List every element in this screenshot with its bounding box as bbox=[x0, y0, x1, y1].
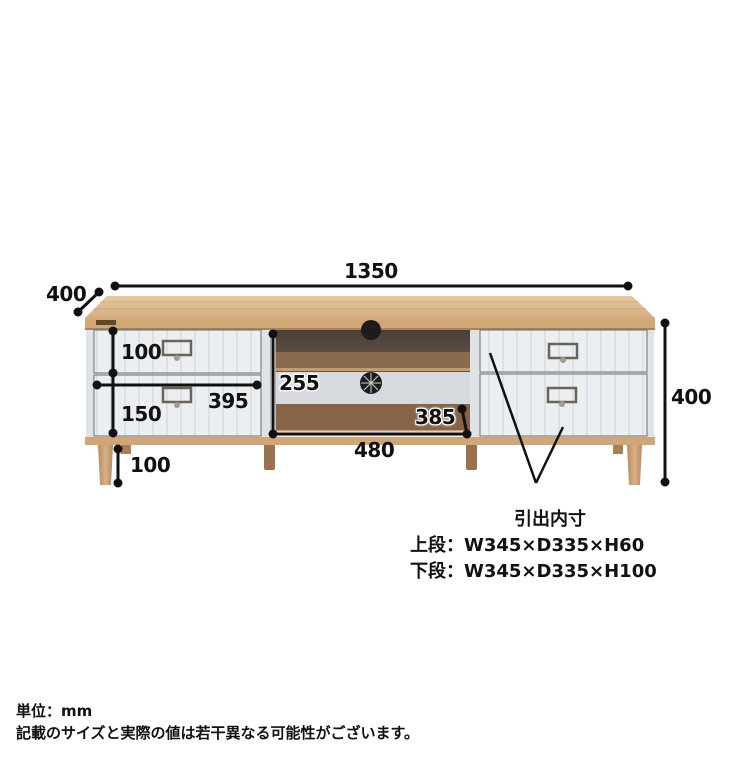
drawer-handle bbox=[161, 339, 193, 361]
dimension-lines bbox=[73, 281, 670, 488]
bottom-rail bbox=[85, 437, 655, 445]
cable-hole-icon bbox=[361, 320, 381, 340]
leg-height-label: 100 bbox=[130, 453, 171, 477]
rear-legs bbox=[121, 440, 623, 470]
lower-drawer-height-label: 150 bbox=[121, 402, 162, 426]
disclaimer-note: 記載のサイズと実際の値は若干異なる可能性がございます。 bbox=[16, 724, 420, 742]
front-legs bbox=[98, 445, 642, 485]
depth-label: 400 bbox=[46, 282, 87, 306]
upper-drawer-height-label: 100 bbox=[121, 340, 162, 364]
drawer-inner-title: 引出内寸 bbox=[514, 509, 586, 530]
drawer-inner-upper: 上段：W345×D335×H60 bbox=[410, 535, 645, 556]
shelf-depth-label: 385 bbox=[415, 405, 456, 429]
shelf-width-label: 480 bbox=[354, 438, 395, 462]
width-label: 1350 bbox=[344, 259, 398, 283]
drawer-handle bbox=[546, 386, 578, 407]
height-label: 400 bbox=[671, 385, 712, 409]
drawer-inner-lower: 下段：W345×D335×H100 bbox=[410, 561, 657, 582]
left-drawers bbox=[93, 329, 262, 437]
open-shelf bbox=[270, 320, 470, 436]
brand-plate bbox=[96, 320, 116, 325]
drawer-handle bbox=[161, 386, 193, 408]
drawer-handle bbox=[547, 342, 579, 363]
right-drawers bbox=[479, 329, 648, 437]
drawer-width-label: 395 bbox=[208, 389, 249, 413]
shelf-height-label: 255 bbox=[279, 371, 320, 395]
unit-note: 単位：mm bbox=[16, 702, 93, 720]
